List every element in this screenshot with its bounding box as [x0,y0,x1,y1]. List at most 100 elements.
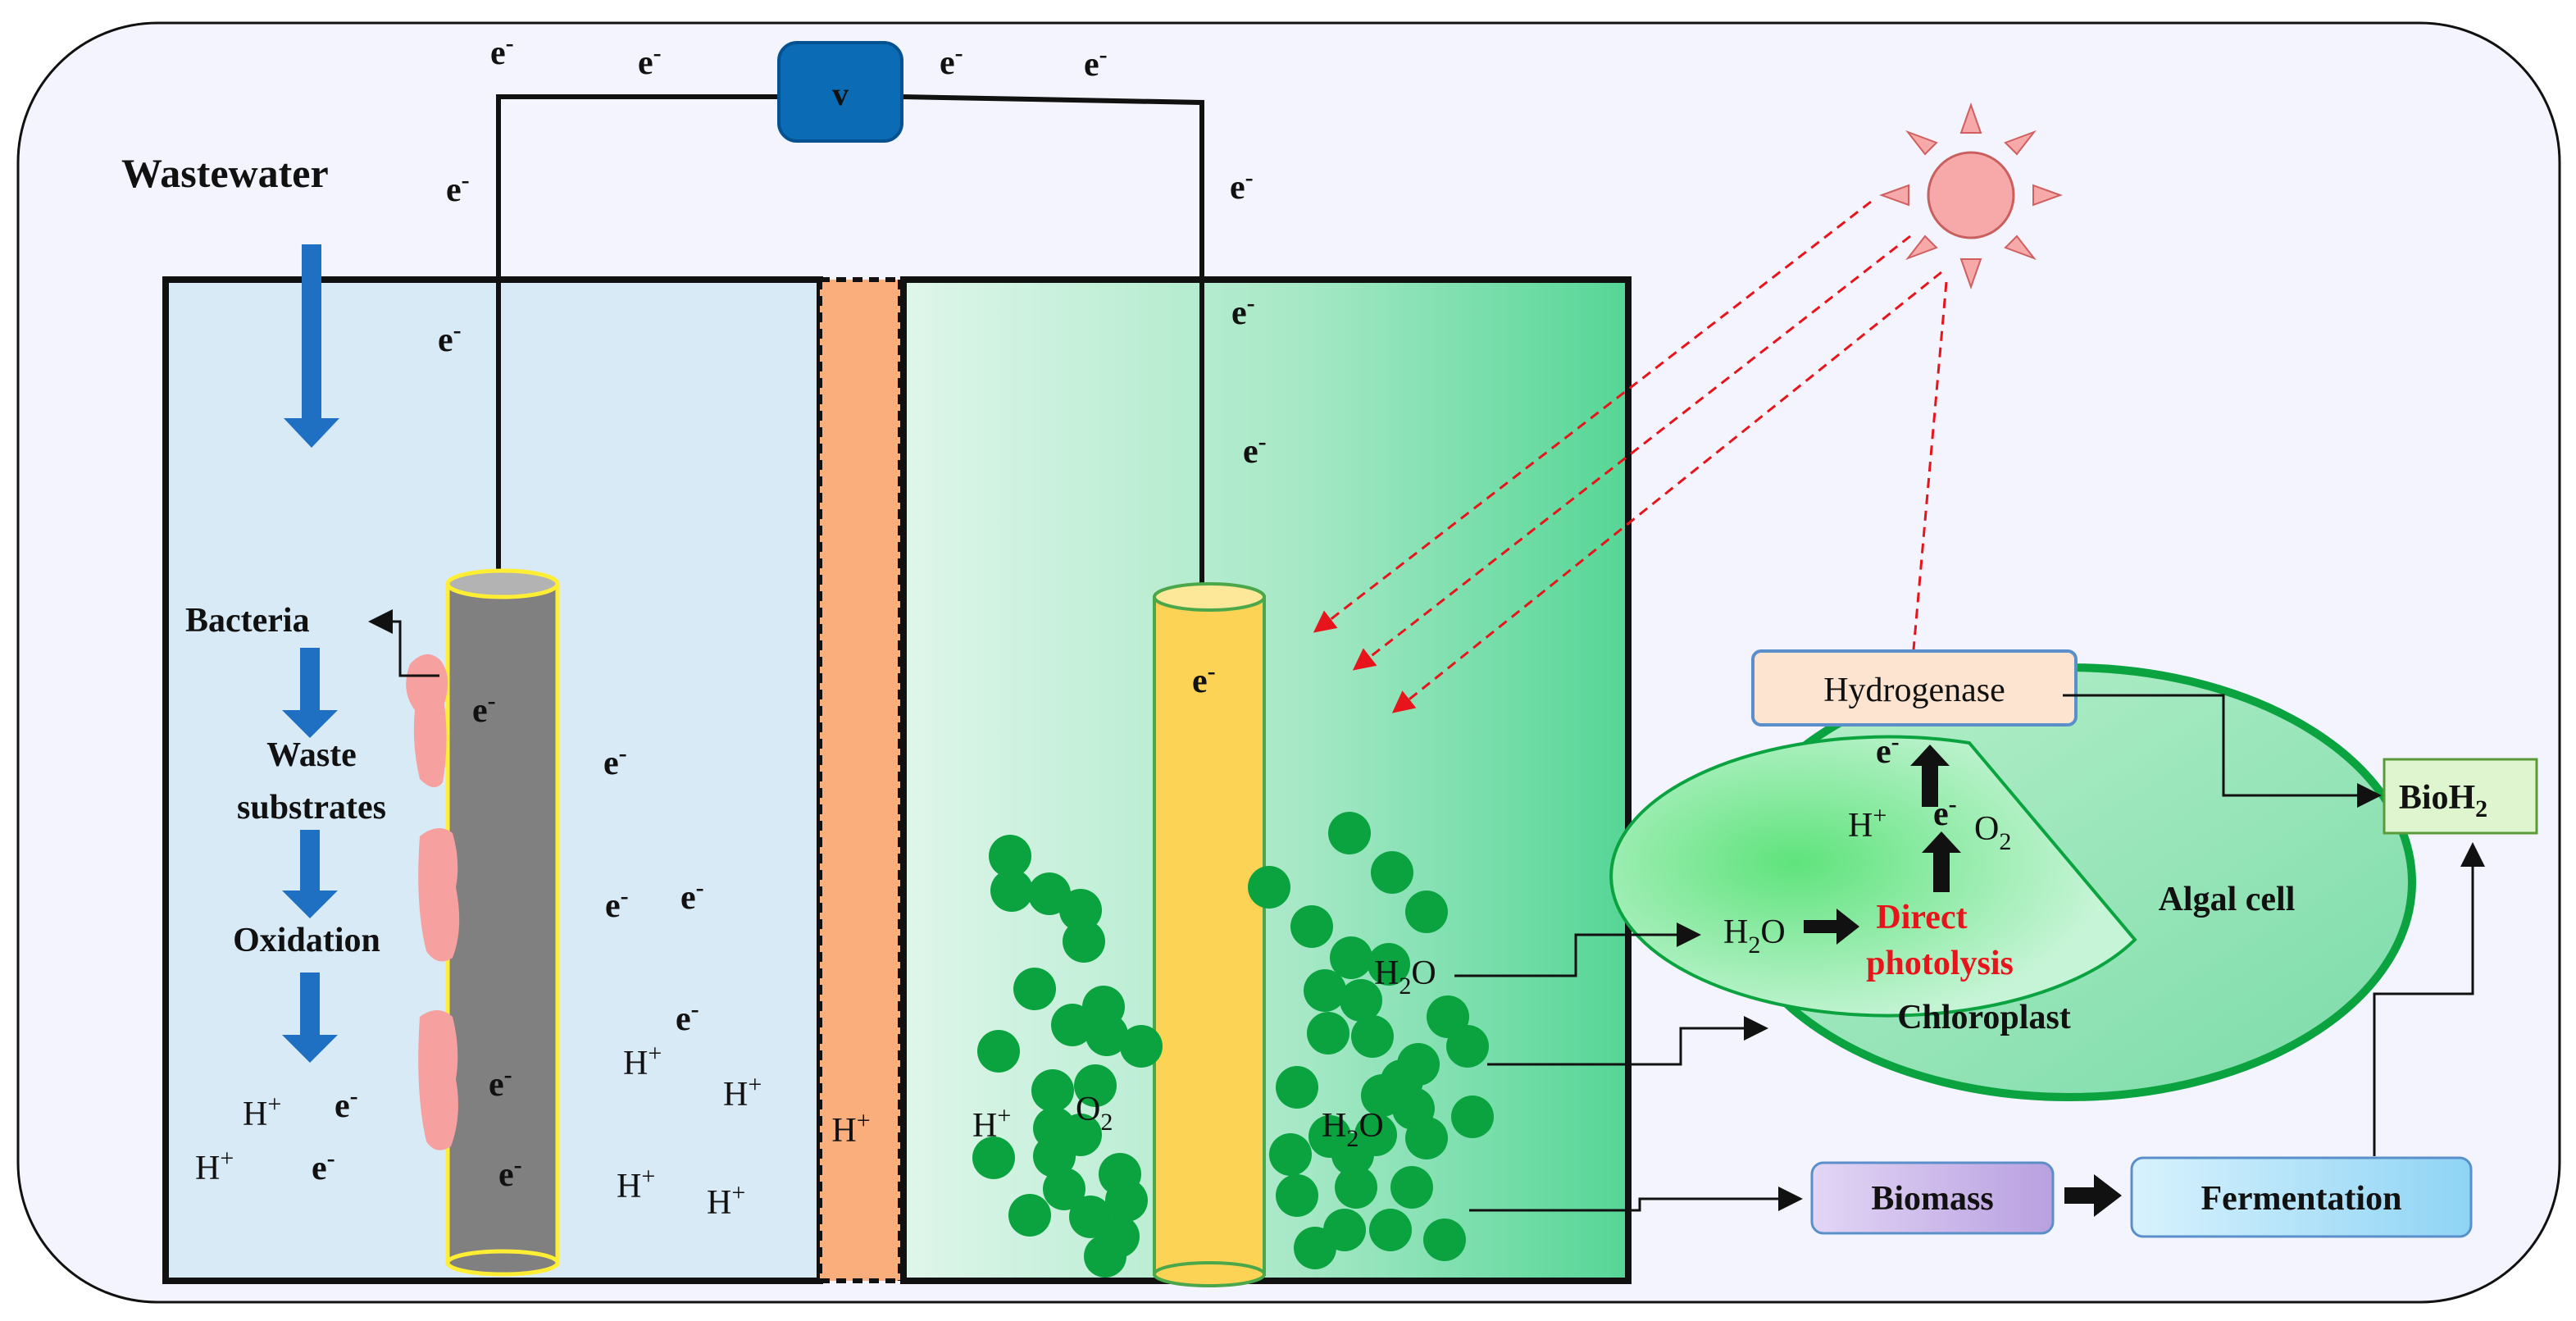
bioh2-label: BioH2 [2399,779,2487,822]
membrane-proton-label: H+ [831,1107,870,1150]
microalga-cell [1043,1168,1085,1210]
algal-cell-label: Algal cell [2159,881,2296,918]
microalga-cell [1031,1069,1074,1112]
microalga-cell [1269,1133,1312,1176]
fermentation-label: Fermentation [2201,1180,2402,1218]
electron-label: e- [605,882,629,925]
electron-transfer-arrows [1804,745,1961,945]
waste-substrates-label-line1: Waste [266,736,357,774]
microalga-cell [1120,1025,1163,1068]
microalga-cell [1423,1219,1466,1261]
electron-label: e- [676,995,699,1038]
circuit-wire-right [901,94,1204,586]
microalga-cell [1351,1015,1394,1058]
microalga-cell [1276,1174,1318,1217]
water-label: H2O [1322,1107,1384,1152]
proton-label: H+ [707,1179,745,1222]
microalga-cell [1335,1166,1377,1209]
oxygen-label: O2 [1076,1091,1113,1136]
biomass-label: Biomass [1871,1180,1993,1218]
electron-label: e- [680,874,704,917]
bacteria-label: Bacteria [185,602,310,640]
connector-lines [1454,694,2485,1212]
electron-label: e- [498,1151,522,1194]
water-label: H2O [1374,954,1436,1000]
water-label: H2O [1723,913,1786,959]
electron-label: e- [438,317,462,359]
sun-icon [1879,102,2063,290]
circuit-wire-left [496,94,779,581]
microalga-cell [1392,1087,1435,1130]
cathode-electrode [1153,582,1266,1287]
electron-label: e- [335,1082,358,1125]
algal-cell [1609,663,2416,1101]
microalga-cell [1371,851,1413,894]
electron-label: e- [1231,289,1255,332]
electron-label: e- [940,39,963,82]
anode-electrode [445,568,560,1277]
microalga-cell [1340,979,1382,1022]
microalga-cell [1084,1235,1126,1278]
electron-label: e- [489,1061,512,1104]
microalga-cell [1405,891,1448,933]
electron-label: e- [1192,658,1216,700]
direct-photolysis-label-line2: photolysis [1866,945,2014,982]
microalga-cell [1390,1166,1433,1209]
electron-label: e- [638,39,662,82]
microalga-cell [1304,969,1346,1012]
microalga-cell [1063,920,1105,963]
electron-label: e- [603,740,627,782]
microalga-cell [990,869,1033,912]
microalga-cell [1331,1133,1374,1176]
microalga-cell [1446,1025,1489,1068]
electron-label: e- [312,1145,335,1187]
microalgae-group [972,812,1494,1278]
hydrogenase-label: Hydrogenase [1823,672,2005,709]
microalga-cell [1369,1209,1412,1251]
oxidation-label: Oxidation [233,922,380,959]
direct-photolysis-label-line1: Direct [1876,899,1967,936]
chloroplast [1609,735,2137,1018]
light-rays [1313,200,1948,909]
microalga-cell [1290,905,1333,948]
microalga-cell [972,1137,1015,1179]
proton-label: H+ [972,1102,1011,1145]
microalga-cell [977,1030,1020,1073]
wastewater-inflow-arrow [284,244,339,448]
microalga-cell [1033,1135,1076,1178]
proton-label: H+ [723,1071,762,1114]
voltmeter: v [777,41,903,143]
proton-label: H+ [623,1040,662,1082]
electron-label: e- [1230,164,1254,207]
biomass-to-fermentation-arrow [2064,1174,2122,1217]
microalga-cell [1074,1064,1117,1107]
proton-exchange-membrane [820,280,900,1281]
voltmeter-label: v [832,75,849,112]
fermentation-box: Fermentation [2130,1156,2473,1238]
microalga-cell [1008,1194,1051,1237]
proton-label: H+ [243,1091,281,1133]
microalga-cell [1013,968,1056,1010]
oxygen-label: O2 [1974,810,2011,855]
microalga-cell [989,835,1031,877]
electron-label: e- [446,166,470,209]
electron-label: e- [1876,728,1900,771]
microalga-cell [1248,866,1290,909]
microalga-cell [1105,1179,1148,1222]
electron-label: e- [1243,428,1267,471]
proton-label: H+ [195,1145,234,1187]
microalga-cell [1294,1227,1336,1269]
biomass-box: Biomass [1810,1161,2055,1235]
microalga-cell [1368,943,1410,986]
proton-label: H+ [617,1163,655,1205]
wastewater-label: Wastewater [121,150,329,196]
microalga-cell [1328,812,1371,854]
electron-label: e- [472,687,496,730]
microalga-cell [1059,889,1102,932]
electron-label: e- [490,30,514,72]
microalga-cell [1330,936,1372,979]
bioh2-box: BioH2 [2383,758,2538,835]
species-labels: e-e-e-e-e-e-e-e-e-e-e-e-e-e-e-e-e-e-e-e-… [195,30,2011,1222]
microalga-cell [1307,1012,1349,1055]
